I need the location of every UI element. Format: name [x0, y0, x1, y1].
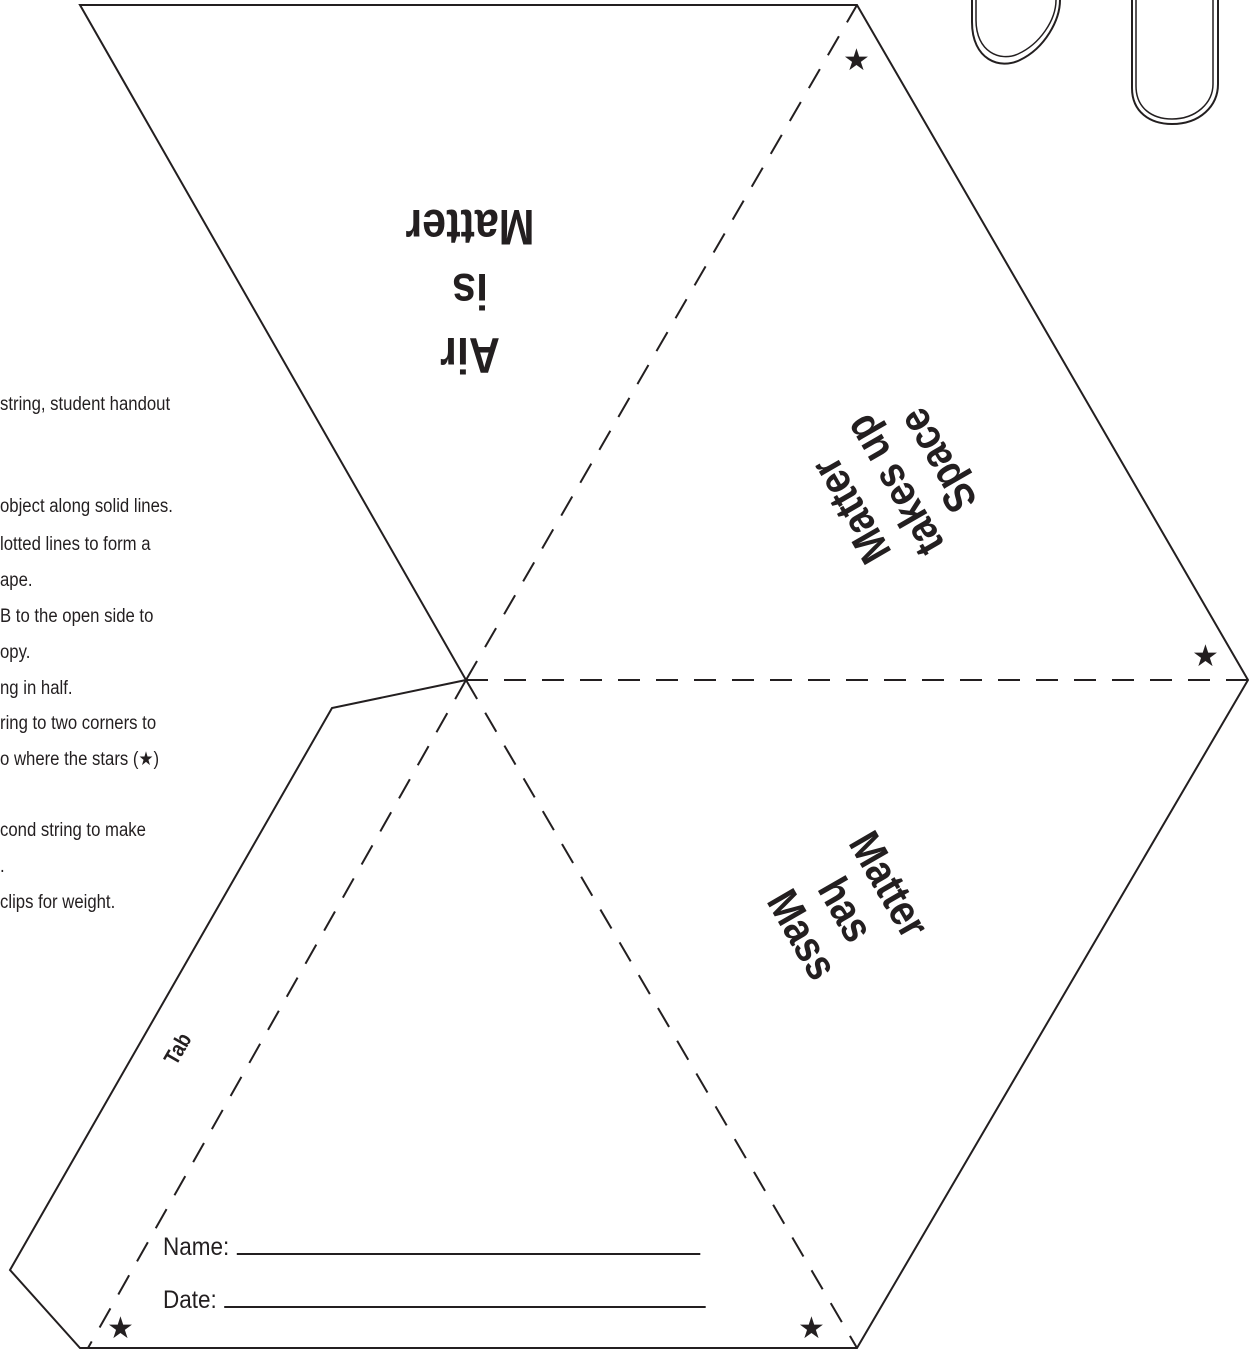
paperclip-icon: [1136, 0, 1213, 119]
instruction-line: cond string to make: [0, 821, 146, 840]
paperclip-icon: [976, 0, 1056, 57]
instruction-line: ng in half.: [0, 679, 73, 698]
star-icon: ★: [798, 1314, 825, 1344]
date-underline: [224, 1284, 706, 1308]
name-field[interactable]: Name:: [163, 1231, 700, 1261]
instruction-line: lotted lines to form a: [0, 535, 151, 554]
star-icon: ★: [1192, 642, 1219, 672]
star-icon: ★: [843, 46, 870, 76]
instruction-line: ring to two corners to: [0, 714, 156, 733]
instruction-line: clips for weight.: [0, 893, 115, 912]
panel-air-is-matter: Air is Matter: [397, 195, 543, 387]
name-label: Name:: [163, 1233, 229, 1261]
name-underline: [236, 1231, 700, 1255]
instruction-line: .: [0, 857, 5, 876]
instruction-line: opy.: [0, 643, 30, 662]
date-label: Date:: [163, 1286, 217, 1314]
instruction-line: ape.: [0, 571, 33, 590]
instruction-line: B to the open side to: [0, 607, 153, 626]
diamond-outline: [10, 5, 1248, 1348]
date-field[interactable]: Date:: [163, 1284, 705, 1314]
instruction-line: o where the stars (★): [0, 750, 159, 769]
materials-line: string, student handout: [0, 395, 170, 414]
star-icon: ★: [107, 1314, 134, 1344]
instruction-line: object along solid lines.: [0, 497, 173, 516]
